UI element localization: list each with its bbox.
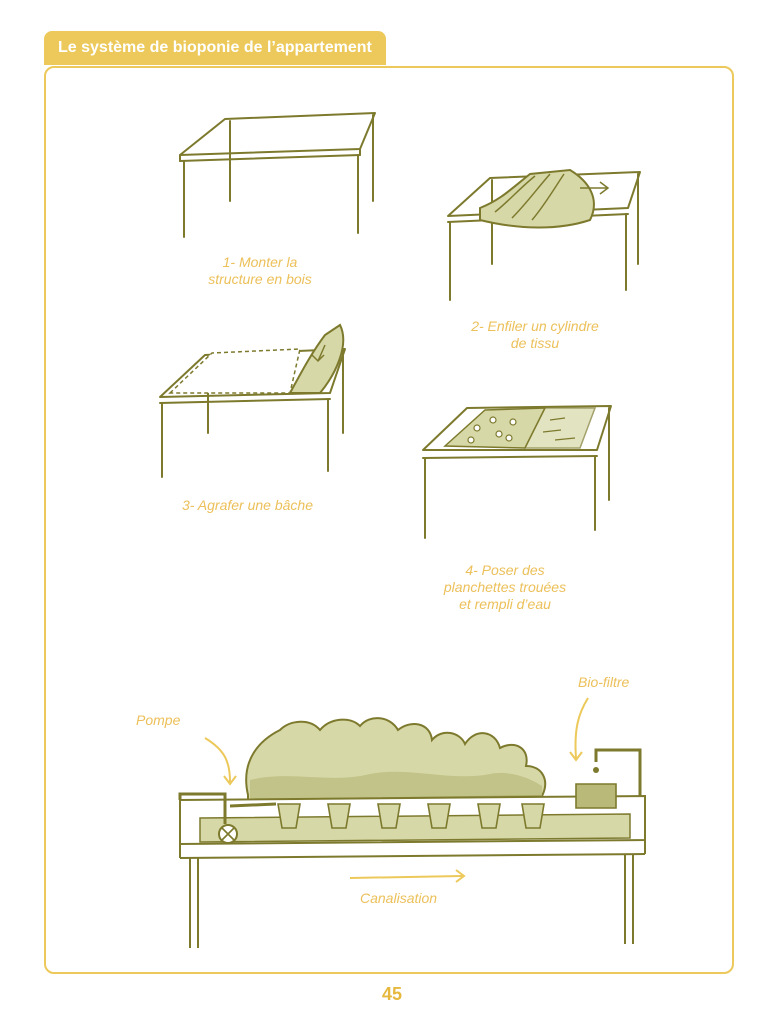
step3-caption: 3- Agrafer une bâche [181,497,313,513]
pump-label: Pompe [136,712,181,728]
page-number: 45 [381,984,403,1004]
step1-illustration [179,112,376,238]
content-frame [44,66,734,974]
step1-caption: 1- Monter la structure en bois [208,254,312,287]
step4-caption: 4- Poser des planchettes trouées et remp… [443,562,567,612]
step4-illustration [422,405,612,539]
step2-caption: 2- Enfiler un cylindre de tissu [471,318,599,351]
section-title: Le système de bioponie de l’appartement [44,31,386,65]
step3-illustration [159,323,346,478]
bioponics-system-illustration [178,697,646,948]
channel-label: Canalisation [360,890,438,906]
biofilter-label: Bio-filtre [578,674,630,690]
step2-illustration [447,168,641,301]
